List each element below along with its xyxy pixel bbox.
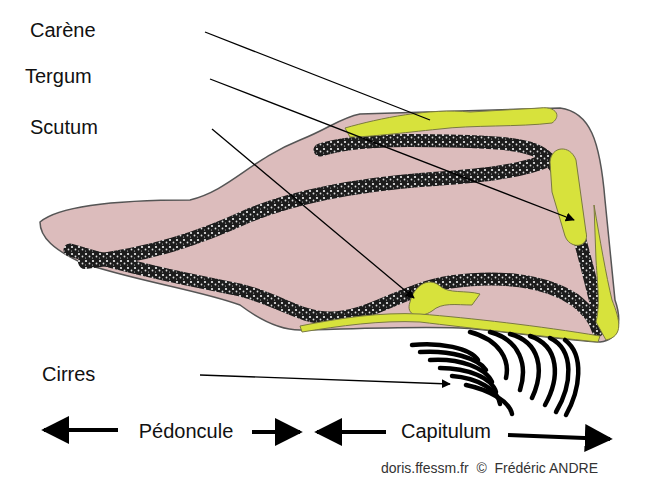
- barnacle-body: [40, 108, 619, 342]
- region-label: Pédoncule: [139, 420, 234, 443]
- part-label: Cirres: [42, 363, 95, 386]
- part-label: Tergum: [25, 65, 92, 88]
- leader-lines: [200, 32, 574, 384]
- speckled-bands: [70, 140, 598, 330]
- part-label: Carène: [30, 19, 96, 42]
- range-arrows: [44, 430, 610, 439]
- credit-watermark: doris.ffessm.fr © Frédéric ANDRE: [381, 460, 598, 476]
- region-label: Capitulum: [401, 420, 491, 443]
- part-label: Scutum: [30, 116, 98, 139]
- cirri: [412, 332, 578, 415]
- shell-plates: [300, 108, 619, 342]
